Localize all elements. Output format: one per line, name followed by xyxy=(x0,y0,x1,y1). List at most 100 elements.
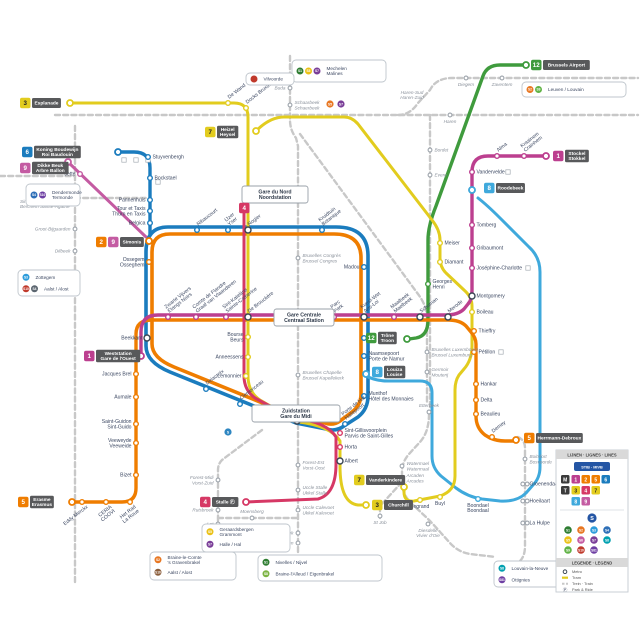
station-marker xyxy=(468,292,476,300)
line-number-badge xyxy=(354,474,365,486)
s-line-number: S6 xyxy=(579,538,583,542)
station-marker xyxy=(469,265,476,272)
label-line: Bockstael xyxy=(155,176,177,182)
label-line: Boondaal xyxy=(467,508,489,514)
mode-badge xyxy=(561,475,570,484)
line-number: 12 xyxy=(368,335,375,342)
label-line: 4 xyxy=(243,205,247,212)
line-number: 8 xyxy=(376,369,380,376)
line-number: 7 xyxy=(209,129,213,136)
label-line: Brussel Luxemburg xyxy=(432,352,473,357)
label-line: STIB · MIVB xyxy=(581,465,603,469)
s-line-badge xyxy=(498,576,506,584)
s-line-badge xyxy=(577,526,585,534)
destination-label: Aalst / Alost xyxy=(44,286,69,291)
label-line: Dilbeek xyxy=(55,249,71,254)
station-marker xyxy=(416,313,424,321)
station-marker xyxy=(249,515,255,521)
label-line: 2 xyxy=(100,239,104,246)
label-line: Ottignies xyxy=(512,577,531,582)
label-line: Metro xyxy=(572,569,582,574)
s-line-number: S2 xyxy=(156,558,160,562)
label-line: 7 xyxy=(594,488,597,494)
label-line: Noordstation xyxy=(259,195,291,201)
station-label: Groot-Bijgaarden xyxy=(35,227,71,232)
station-label: Bizet xyxy=(120,473,132,479)
line-number: 4 xyxy=(204,499,208,506)
label-line: Ossegem xyxy=(123,257,145,263)
label-line: Centraal Station xyxy=(284,318,324,324)
label-line: Gare du Midi xyxy=(280,414,312,420)
station-marker xyxy=(489,434,496,441)
label-line: Naamsepoort xyxy=(369,351,400,357)
label-line: 6 xyxy=(26,149,30,156)
s-line-number: S2 xyxy=(528,88,532,92)
legend-note: Metro xyxy=(572,569,582,574)
label-line: Haren-Zuid xyxy=(400,95,424,100)
label-line: Vorst-Oost xyxy=(303,465,326,470)
label-line: Mouterij xyxy=(432,372,450,377)
station-marker xyxy=(244,226,252,234)
line-number-badge xyxy=(571,497,580,506)
label-line: 8 xyxy=(574,499,577,505)
line-number-badge xyxy=(22,146,33,158)
label-line: 5 xyxy=(528,435,532,442)
label-line: Aalst / Alost xyxy=(44,286,69,291)
label-line: Parc xyxy=(330,299,342,310)
s-line-badge xyxy=(22,285,30,293)
label-line: S1 xyxy=(298,69,302,73)
terminus-marker xyxy=(114,148,122,156)
label-line: Dendermonde xyxy=(52,190,82,195)
terminus-label-box xyxy=(384,500,413,510)
station-marker xyxy=(391,314,398,321)
label-line: Grammont xyxy=(220,532,243,537)
label-line: Diesdelle xyxy=(418,528,438,533)
station-marker xyxy=(437,259,444,266)
station-marker xyxy=(236,401,243,408)
line-number: 1 xyxy=(574,477,577,483)
station-marker xyxy=(192,314,199,321)
s-line-badge xyxy=(296,67,304,75)
s-line-number: S81 xyxy=(499,578,505,582)
label-line: Aumale xyxy=(114,395,131,401)
line-number: 4 xyxy=(243,205,247,212)
label-line: 9 xyxy=(24,165,28,172)
label-line: 1 xyxy=(88,353,92,360)
line-number: 12 xyxy=(533,62,540,69)
line-number-badge xyxy=(20,97,31,109)
station-label: Dilbeek xyxy=(55,249,71,254)
terminus-label-box xyxy=(366,475,406,485)
line-number: 3 xyxy=(574,488,577,494)
label-line: Roodebeek xyxy=(498,186,524,192)
label-line: 5 xyxy=(594,477,597,483)
label-line: 3 xyxy=(24,100,28,107)
terminus-marker xyxy=(145,237,153,245)
label-line: S7 xyxy=(592,538,596,542)
label-line: 7 xyxy=(209,129,213,136)
label-line: S2 xyxy=(528,88,532,92)
label-line: Zaventem xyxy=(491,82,513,87)
station-marker xyxy=(520,498,526,504)
terminus-marker xyxy=(362,501,370,509)
station-marker xyxy=(145,259,152,266)
destination-label: Leuven / Louvain xyxy=(548,87,584,92)
label-line: Mechelen xyxy=(327,66,348,71)
station-marker xyxy=(244,354,251,361)
station-label: Lemonnier xyxy=(217,374,241,380)
label-line: Etterbeek xyxy=(419,403,440,408)
terminus-label-box xyxy=(217,125,239,139)
line-number-badge xyxy=(581,497,590,506)
label-line: Dikke Beuk xyxy=(37,163,63,169)
station-label: Belgica xyxy=(129,221,146,227)
label-line: S10 xyxy=(23,287,29,291)
station-marker xyxy=(469,221,476,228)
rotated-label-group: IJzerYser xyxy=(224,212,239,228)
s-line-badge xyxy=(30,191,38,199)
label-line: Troon xyxy=(381,338,394,344)
label-line: Malines xyxy=(327,71,344,76)
